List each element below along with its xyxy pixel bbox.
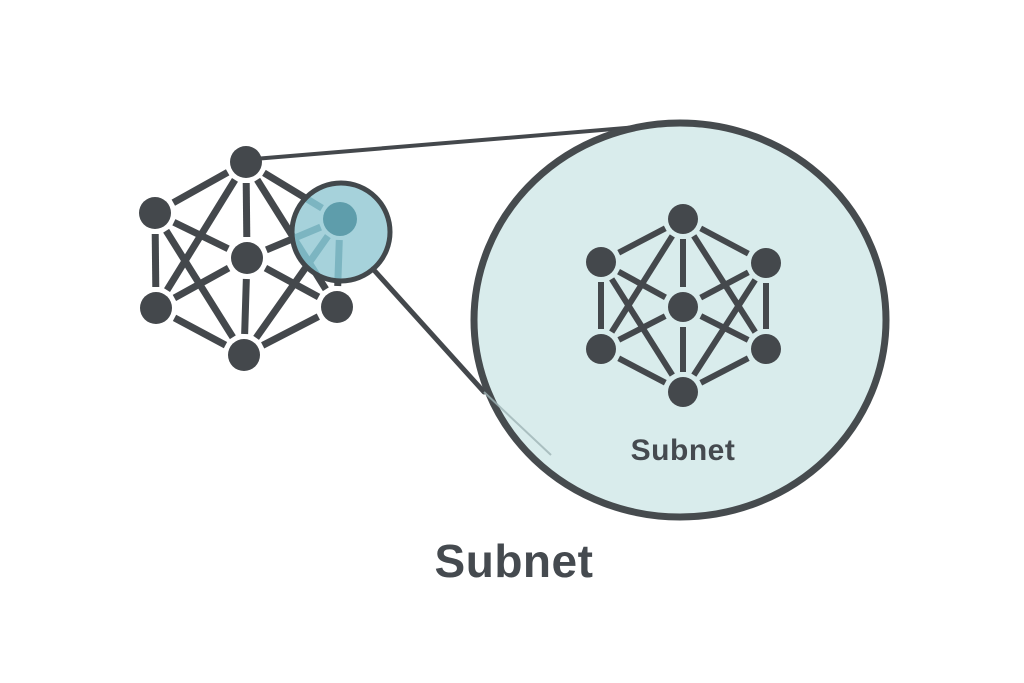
network-edge: [699, 355, 750, 386]
network-node: [228, 339, 260, 371]
network-node: [751, 334, 781, 364]
network-edge: [699, 225, 750, 257]
network-node: [231, 242, 263, 274]
network-edge: [334, 239, 343, 281]
network-edge: [163, 228, 236, 340]
network-edge: [241, 278, 250, 335]
faint-tangent-line: [483, 391, 552, 456]
network-node: [321, 291, 353, 323]
magnifier-line-upper: [252, 125, 640, 161]
network-node: [668, 292, 698, 322]
network-edge: [691, 278, 758, 377]
network-node: [668, 204, 698, 234]
network-node: [586, 247, 616, 277]
network-edge: [617, 225, 667, 256]
network-edge: [691, 234, 758, 334]
network-edge: [171, 169, 230, 206]
network-edge: [172, 314, 228, 349]
network-edge: [151, 233, 160, 288]
subnet-network: [586, 204, 781, 407]
network-edge: [609, 277, 675, 377]
subnet-circle-label: Subnet: [630, 434, 736, 467]
network-node: [751, 248, 781, 278]
network-edge: [242, 182, 251, 238]
network-edge: [261, 313, 320, 349]
subnet-network-edges: [598, 225, 769, 386]
network-node: [139, 197, 171, 229]
network-node: [230, 146, 262, 178]
network-edge: [164, 178, 238, 292]
highlight-circle-border: [289, 180, 393, 284]
network-edge: [609, 234, 675, 334]
network-edge: [617, 355, 667, 386]
network-node: [668, 377, 698, 407]
highlighted-node: [323, 202, 357, 236]
magnifier-line-lower: [370, 266, 487, 395]
network-edge: [292, 234, 331, 281]
network-node: [140, 292, 172, 324]
subnet-network-nodes: [586, 204, 781, 407]
network-node: [586, 334, 616, 364]
subnet-main-label: Subnet: [434, 535, 594, 587]
